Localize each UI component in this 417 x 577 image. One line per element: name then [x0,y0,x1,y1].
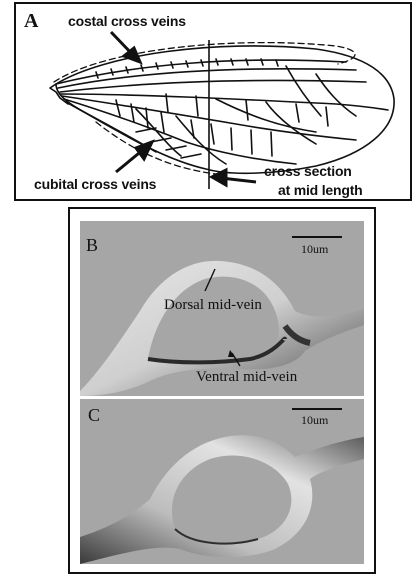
dorsal-mid-vein-label: Dorsal mid-vein [164,297,262,314]
cross-section-label-line2: at mid length [278,182,363,198]
panel-b-scale-label: 10um [301,242,328,257]
cross-section-label-line1: cross section [264,163,352,179]
panel-a-letter: A [24,10,38,33]
cubital-cross-veins-label: cubital cross veins [34,176,156,192]
panel-a-wing-diagram: A costal cross veins cubital cross veins… [14,2,412,201]
panel-c-letter: C [88,405,100,426]
panel-b-letter: B [86,235,98,256]
panel-b-micrograph: B 10um Dorsal mid-vein Ventral mid-vein [80,221,364,396]
wing-outline [56,46,394,173]
panel-c-micrograph: C 10um [80,399,364,564]
wing-drawing [16,4,414,203]
micrograph-frame: B 10um Dorsal mid-vein Ventral mid-vein [68,207,376,574]
costal-cross-veins-label: costal cross veins [68,13,186,29]
panel-c-scale-label: 10um [301,413,328,428]
ventral-mid-vein-label: Ventral mid-vein [196,369,297,386]
